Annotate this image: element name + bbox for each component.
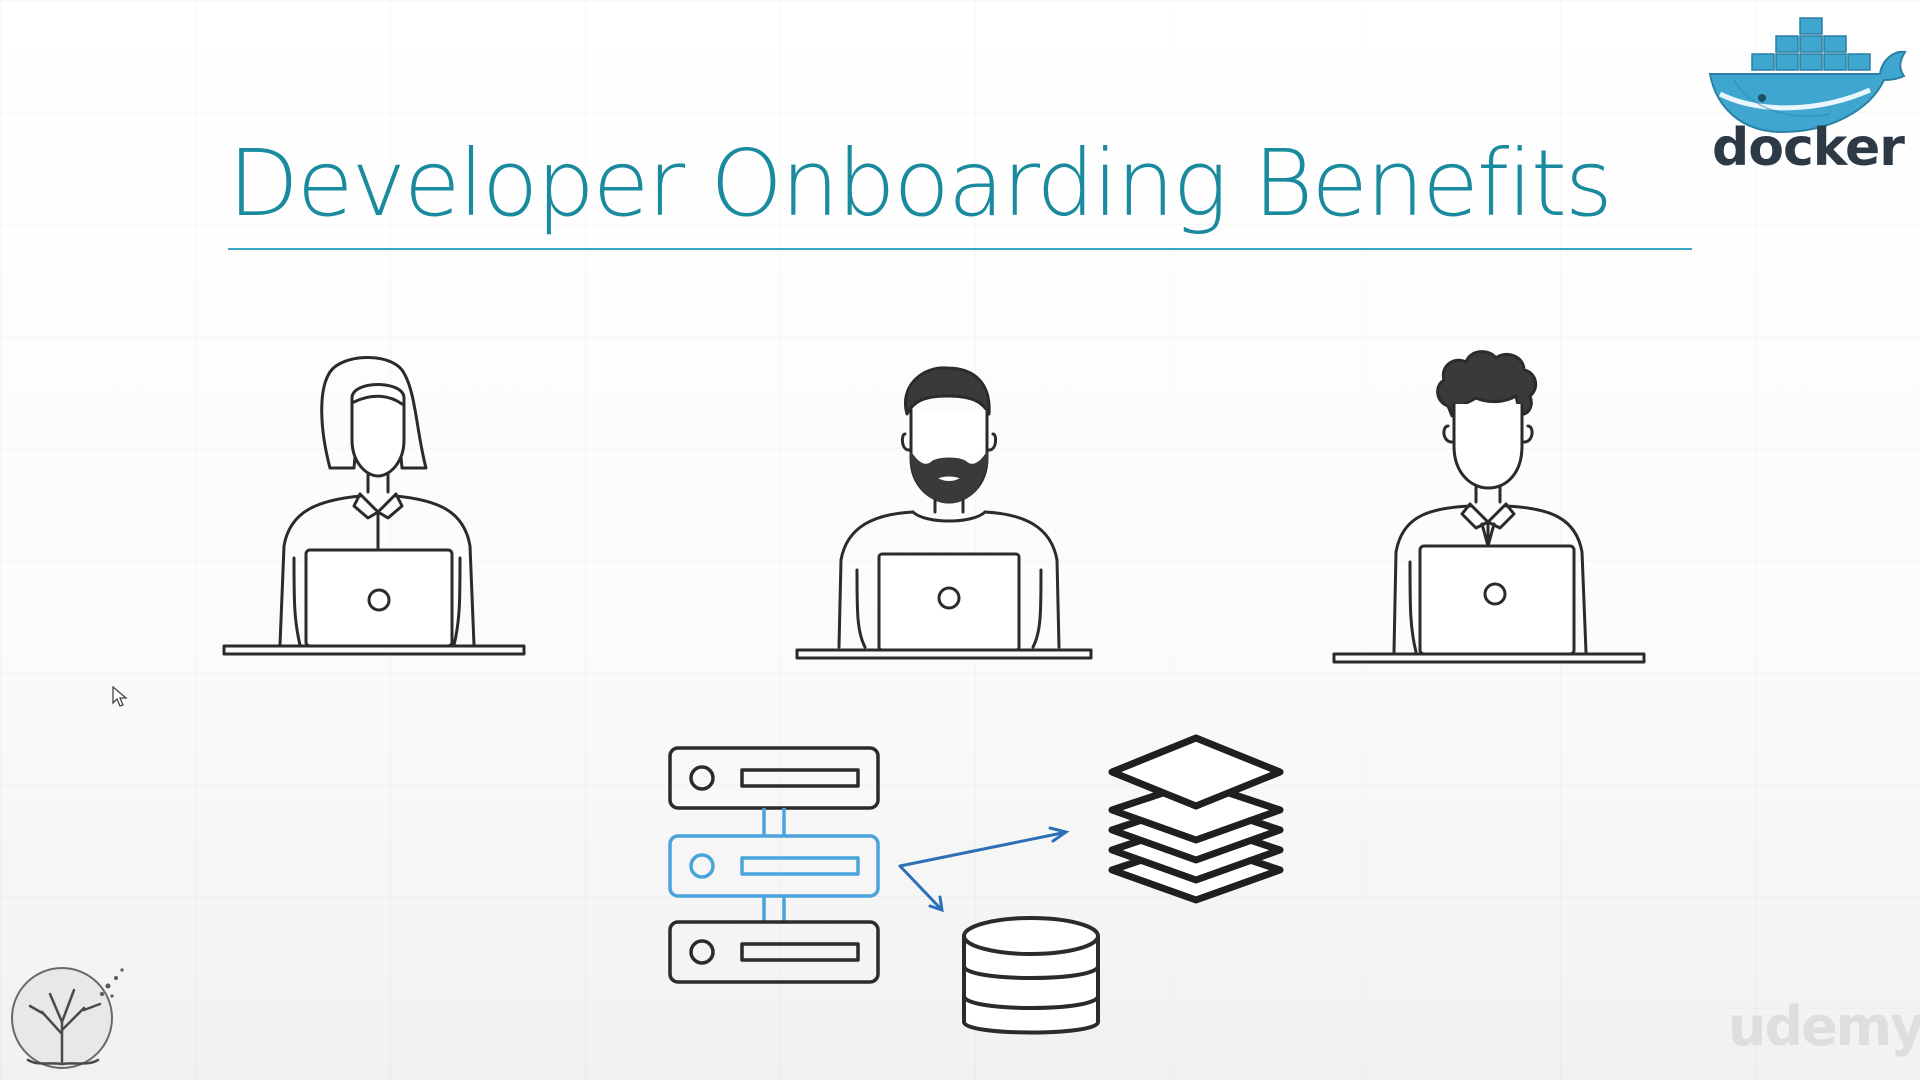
developer-bearded-man-laptop-icon [795,366,1093,660]
mouse-pointer-icon [112,686,128,707]
server-stack-icon [668,746,880,984]
title-underline [228,248,1692,250]
developer-woman-laptop-icon [222,356,526,656]
developer-curly-hair-man-laptop-icon [1332,350,1646,664]
database-icon [962,916,1100,1035]
docker-brand-text: docker [1712,118,1905,178]
slide-title: Developer Onboarding Benefits [228,130,1613,237]
docker-whale-icon [1708,17,1907,134]
udemy-watermark: udemy [1728,995,1920,1058]
layers-stack-icon [1108,734,1284,904]
tree-emblem-icon [11,967,124,1069]
